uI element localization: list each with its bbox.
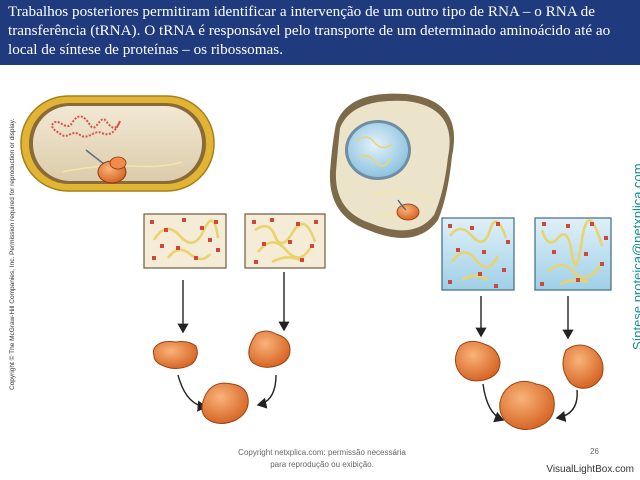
translation-box-1 <box>143 213 227 269</box>
side-copyright-note: Copyright © The McGraw-Hill Companies, I… <box>9 118 16 390</box>
page-number: 26 <box>590 447 599 456</box>
prokaryotic-cell <box>20 95 215 192</box>
translation-box-4 <box>534 217 612 291</box>
eukaryotic-cell <box>329 93 455 238</box>
slide-banner: Trabalhos posteriores permitiram identif… <box>0 0 640 65</box>
banner-text: Trabalhos posteriores permitiram identif… <box>8 3 611 58</box>
translation-box-3 <box>441 217 515 291</box>
bacterial-mrna <box>61 161 183 173</box>
protein-subunits <box>152 330 604 430</box>
footer-copyright: Copyright netxplica.com: permissão neces… <box>238 448 406 469</box>
bacterial-dna <box>51 115 121 138</box>
watermark[interactable]: VisualLightBox.com <box>546 464 634 475</box>
side-site-label: Síntese proteica@netxplica.com <box>630 163 640 350</box>
translation-box-2 <box>244 213 326 269</box>
eukaryotic-ribosome <box>396 203 420 221</box>
